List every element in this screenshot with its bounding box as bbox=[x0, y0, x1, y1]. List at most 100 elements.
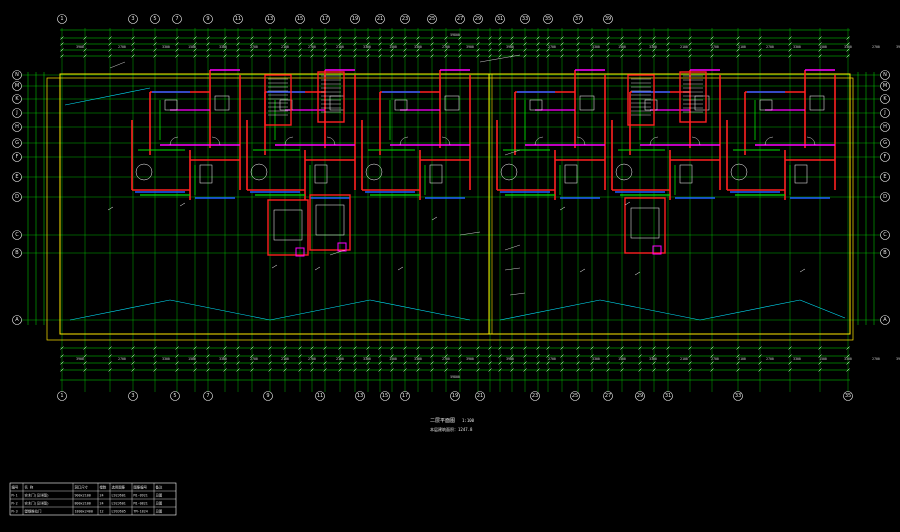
dimension-tick bbox=[710, 354, 714, 358]
axis-bubble-circle bbox=[543, 14, 553, 24]
slab-outline bbox=[59, 73, 851, 335]
dimension-tick bbox=[846, 346, 850, 350]
dimension-tick bbox=[846, 36, 850, 40]
dimension-tick bbox=[403, 42, 407, 46]
dimension-tick bbox=[403, 48, 407, 52]
dimension-text-top: 3900 bbox=[506, 45, 514, 49]
dimension-tick bbox=[193, 48, 197, 52]
axis-bubble-label: M bbox=[883, 83, 887, 89]
axis-bubble-circle bbox=[573, 14, 583, 24]
table-cell: M-3 bbox=[12, 510, 18, 514]
dimension-tick bbox=[510, 354, 514, 358]
dimension-text-bottom: 3900 bbox=[506, 357, 514, 361]
drawing-note: 本层建筑面积：1247.8 bbox=[430, 426, 473, 432]
dimension-tick bbox=[338, 42, 342, 46]
dimension-tick bbox=[353, 54, 357, 58]
dimension-tick bbox=[83, 54, 87, 58]
overall-dimension-bottom: 59800 bbox=[450, 375, 460, 379]
dimension-tick bbox=[108, 36, 112, 40]
dimension-tick bbox=[638, 36, 642, 40]
axis-bubble-label: 11 bbox=[235, 16, 241, 22]
dimension-tick bbox=[758, 54, 762, 58]
furniture-table bbox=[444, 95, 460, 111]
dimension-text-bottom: 2100 bbox=[336, 357, 344, 361]
dimension-tick bbox=[131, 361, 135, 365]
dimension-tick bbox=[310, 48, 314, 52]
stair-tower bbox=[624, 197, 666, 254]
axis-bubble-right: A bbox=[880, 315, 890, 325]
dimension-tick bbox=[688, 42, 692, 46]
dimension-tick bbox=[576, 361, 580, 365]
dimension-text-top: 2700 bbox=[250, 45, 258, 49]
axis-bubble-top: 5 bbox=[150, 14, 160, 24]
dimension-tick bbox=[606, 368, 610, 372]
furniture-round bbox=[500, 163, 518, 181]
dimension-tick bbox=[378, 54, 382, 58]
level-mark bbox=[634, 271, 641, 276]
dimension-tick bbox=[638, 354, 642, 358]
axis-bubble-circle bbox=[57, 391, 67, 401]
dimension-tick bbox=[758, 48, 762, 52]
roof-slope-line bbox=[269, 299, 371, 321]
level-mark bbox=[271, 264, 278, 269]
level-mark bbox=[107, 206, 114, 211]
dimension-tick bbox=[590, 346, 594, 350]
dimension-tick bbox=[666, 42, 670, 46]
dimension-text-bottom: 2700 bbox=[872, 357, 880, 361]
dimension-tick bbox=[416, 346, 420, 350]
dimension-tick bbox=[403, 346, 407, 350]
stair-tower-inner bbox=[273, 209, 303, 241]
dimension-tick bbox=[108, 354, 112, 358]
dimension-tick bbox=[536, 54, 540, 58]
axis-bubble-circle bbox=[233, 14, 243, 24]
dimension-tick bbox=[620, 361, 624, 365]
furniture-table bbox=[214, 95, 230, 111]
dimension-tick bbox=[606, 354, 610, 358]
axis-bubble-circle bbox=[12, 315, 22, 325]
axis-bubble-label: C bbox=[15, 232, 19, 238]
axis-bubble-right: K bbox=[880, 94, 890, 104]
dimension-tick bbox=[788, 354, 792, 358]
dimension-tick bbox=[323, 42, 327, 46]
dimension-tick bbox=[620, 346, 624, 350]
axis-bubble-circle bbox=[315, 391, 325, 401]
dimension-tick bbox=[175, 346, 179, 350]
axis-bubble-left: C bbox=[12, 230, 22, 240]
dimension-tick bbox=[193, 54, 197, 58]
axis-bubble-label: F bbox=[16, 154, 19, 160]
dimension-tick bbox=[108, 361, 112, 365]
axis-bubble-circle bbox=[355, 391, 365, 401]
dimension-text-bottom: 2100 bbox=[281, 357, 289, 361]
axis-bubble-circle bbox=[520, 14, 530, 24]
axis-bubble-top: 3 bbox=[128, 14, 138, 24]
dimension-text-bottom: 2700 bbox=[548, 357, 556, 361]
dimension-tick bbox=[223, 48, 227, 52]
axis-bubble-circle bbox=[12, 94, 22, 104]
axis-bubble-label: 19 bbox=[452, 393, 458, 399]
dimension-tick bbox=[430, 361, 434, 365]
axis-bubble-label: E bbox=[883, 174, 886, 180]
dimension-tick bbox=[736, 346, 740, 350]
dimension-tick bbox=[498, 48, 502, 52]
axis-bubble-label: 23 bbox=[532, 393, 538, 399]
dimension-tick bbox=[175, 361, 179, 365]
stair-core bbox=[264, 74, 292, 126]
dimension-text-top: 2100 bbox=[738, 45, 746, 49]
dimension-tick bbox=[353, 361, 357, 365]
dimension-tick bbox=[666, 368, 670, 372]
table-cell: L92J601 bbox=[112, 502, 126, 506]
dimension-tick bbox=[788, 48, 792, 52]
roof-outline bbox=[46, 77, 854, 341]
dimension-tick bbox=[60, 48, 64, 52]
dimension-tick bbox=[268, 42, 272, 46]
axis-bubble-circle bbox=[635, 391, 645, 401]
dimension-tick bbox=[153, 48, 157, 52]
dimension-tick bbox=[590, 36, 594, 40]
dimension-tick bbox=[310, 36, 314, 40]
axis-bubble-circle bbox=[12, 70, 22, 80]
dimension-tick bbox=[458, 354, 462, 358]
dimension-tick bbox=[620, 36, 624, 40]
dimension-tick bbox=[560, 361, 564, 365]
dimension-tick bbox=[378, 346, 382, 350]
apartment-unit bbox=[611, 69, 721, 200]
